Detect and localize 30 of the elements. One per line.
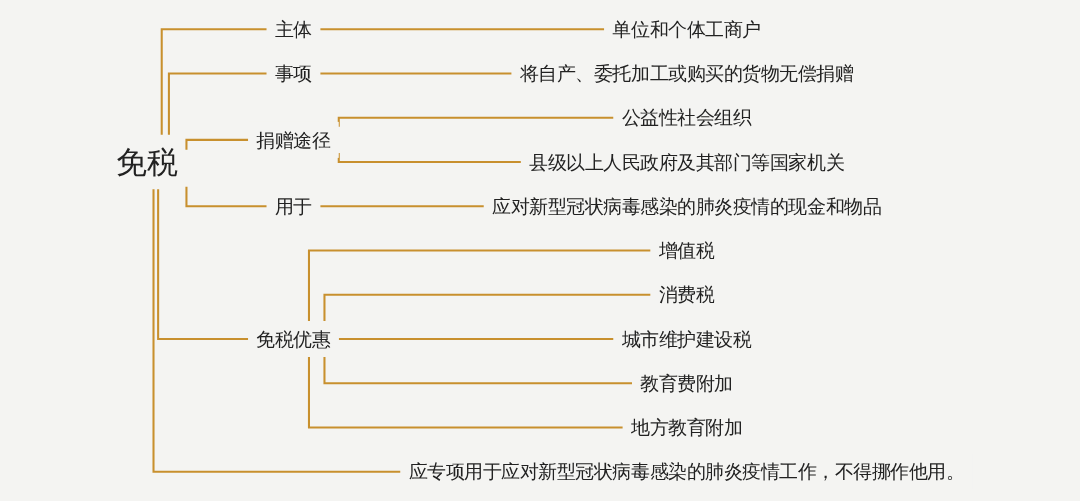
node-text: 消费税	[658, 283, 714, 306]
connector	[307, 249, 651, 321]
node-text: 主体	[274, 18, 312, 41]
node-text: 应对新型冠状病毒感染的肺炎疫情的现金和物品	[491, 195, 881, 218]
connector	[318, 28, 604, 31]
node-text: 将自产、委托加工或购买的货物无偿捐赠	[519, 62, 853, 85]
connector	[156, 189, 248, 340]
connector	[323, 357, 632, 385]
node-text: 免税优惠	[255, 328, 331, 350]
node-text: 用于	[274, 195, 312, 218]
node-text: 事项	[274, 62, 312, 85]
connector	[307, 357, 623, 429]
node-text: 地方教育附加	[630, 416, 742, 439]
connector	[318, 72, 512, 75]
node-text: 应专项用于应对新型冠状病毒感染的肺炎疫情工作，不得挪作他用。	[408, 460, 964, 483]
node-text: 捐赠途径	[255, 129, 331, 151]
node-text: 单位和个体工商户	[612, 18, 761, 41]
node-text: 教育费附加	[639, 372, 733, 395]
connector	[337, 337, 614, 340]
connector	[184, 186, 267, 208]
connector	[323, 293, 651, 321]
node-text: 城市维护建设税	[621, 328, 751, 350]
node-text: 免税	[116, 143, 178, 180]
connector	[167, 72, 267, 135]
node-text: 增值税	[658, 239, 714, 262]
connector	[318, 205, 484, 208]
node-text: 公益性社会组织	[621, 106, 751, 129]
connector	[184, 138, 248, 150]
connector	[160, 28, 267, 135]
node-text: 县级以上人民政府及其部门等国家机关	[528, 151, 844, 173]
